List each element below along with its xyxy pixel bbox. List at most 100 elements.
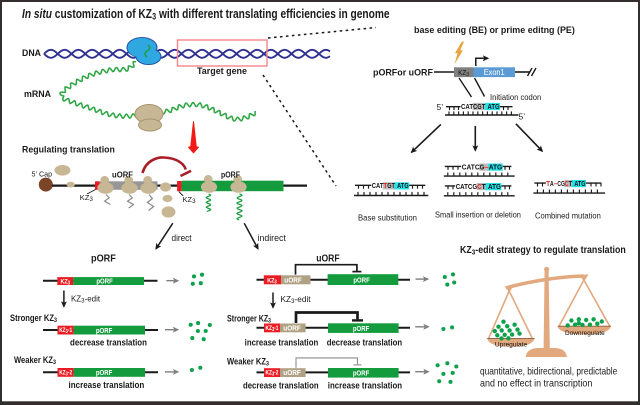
svg-text:ATG: ATG [488, 102, 500, 111]
svg-text:indirect: indirect [258, 233, 287, 243]
svg-text:Upregulate: Upregulate [495, 342, 527, 349]
svg-text:T: T [482, 182, 487, 191]
svg-text:direct: direct [172, 233, 193, 243]
svg-text:CATCG: CATCG [456, 182, 478, 191]
svg-text:DNA: DNA [22, 48, 41, 58]
svg-text:A: A [550, 179, 554, 188]
svg-text:3: 3 [81, 298, 85, 305]
svg-text:5’ Cap: 5’ Cap [32, 170, 53, 178]
svg-text:base editing (BE) or prime edi: base editing (BE) or prime editng (PE) [414, 25, 575, 35]
svg-text:3: 3 [472, 249, 476, 257]
svg-text:KZ: KZ [266, 326, 273, 333]
svg-text:3: 3 [266, 361, 270, 367]
svg-text:3: 3 [54, 317, 58, 324]
svg-text:-2: -2 [68, 370, 72, 377]
svg-text:3: 3 [66, 329, 69, 335]
svg-text:3: 3 [272, 327, 275, 333]
svg-text:-1: -1 [274, 326, 278, 333]
svg-text:mRNA: mRNA [24, 89, 51, 99]
svg-text:uORF: uORF [112, 170, 133, 179]
svg-text:uORF: uORF [283, 325, 301, 332]
svg-text:Regulating translation: Regulating translation [22, 144, 115, 154]
svg-text:ATG: ATG [397, 181, 409, 190]
svg-text:3: 3 [152, 12, 156, 22]
svg-text:3: 3 [68, 280, 71, 287]
svg-text:pORF: pORF [353, 325, 369, 333]
svg-text:CAT: CAT [461, 102, 474, 111]
svg-text:KZ: KZ [61, 278, 68, 286]
svg-text:KZ: KZ [458, 70, 466, 77]
svg-text:Weaker KZ: Weaker KZ [227, 357, 266, 367]
svg-text:Weaker KZ: Weaker KZ [14, 356, 53, 366]
svg-text:T: T [383, 181, 387, 190]
svg-text:5’: 5’ [519, 112, 526, 122]
svg-text:and no effect in transcription: and no effect in transcription [480, 378, 592, 390]
svg-text:uORF: uORF [283, 370, 301, 377]
svg-text:KZ: KZ [59, 370, 66, 377]
svg-text:Combined mutation: Combined mutation [535, 211, 601, 220]
svg-text:-edit strategy to regulate tra: -edit strategy to regulate translation [475, 245, 626, 257]
svg-text:3: 3 [466, 72, 469, 78]
svg-text:uORF: uORF [284, 277, 302, 284]
svg-text:G: G [480, 162, 485, 171]
svg-text:ATG: ATG [489, 162, 503, 171]
svg-text:T: T [569, 179, 573, 188]
svg-text:Target gene: Target gene [197, 66, 247, 76]
svg-text:3: 3 [274, 279, 277, 286]
svg-text:–: – [484, 162, 489, 171]
svg-text:Stronger KZ: Stronger KZ [10, 314, 54, 324]
svg-text:decrease translation: decrease translation [243, 380, 319, 391]
svg-text:C: C [565, 179, 569, 188]
svg-text:-edit: -edit [295, 295, 312, 304]
svg-text:pORFor uORF: pORFor uORF [373, 67, 433, 77]
svg-text:C: C [477, 182, 481, 191]
svg-text:increase translation: increase translation [328, 380, 402, 391]
svg-text:pORF: pORF [353, 370, 369, 378]
svg-text:CATC: CATC [462, 162, 480, 171]
svg-text:Exon1: Exon1 [484, 68, 505, 77]
svg-text:with different translating eff: with different translating efficiencies … [156, 7, 390, 21]
svg-text:pORF: pORF [96, 370, 112, 378]
svg-text:3: 3 [272, 371, 275, 377]
svg-text:-2: -2 [274, 370, 278, 377]
svg-text:3: 3 [268, 318, 272, 325]
svg-text:KZ: KZ [281, 295, 292, 304]
svg-text:ATG: ATG [574, 179, 585, 188]
svg-text:KZ: KZ [460, 245, 472, 257]
svg-text:3: 3 [53, 360, 57, 366]
svg-text:-edit: -edit [85, 294, 101, 303]
svg-text:pORF: pORF [353, 277, 369, 285]
svg-text:increase translation: increase translation [69, 380, 145, 391]
svg-text:KZ: KZ [267, 278, 275, 285]
svg-text:pORF: pORF [96, 327, 112, 335]
svg-text:Stronger KZ: Stronger KZ [227, 314, 268, 324]
svg-text:Initiation codon: Initiation codon [490, 93, 541, 102]
svg-text:customization of KZ: customization of KZ [52, 7, 152, 21]
svg-text:–: – [554, 179, 558, 188]
svg-text:CGT: CGT [473, 102, 486, 111]
svg-text:pORF: pORF [91, 253, 116, 265]
svg-text:KZ: KZ [266, 370, 273, 377]
svg-text:KZ: KZ [183, 195, 193, 204]
svg-text:-1: -1 [68, 328, 72, 335]
svg-text:3: 3 [66, 371, 69, 377]
svg-text:KZ: KZ [71, 294, 81, 303]
svg-text:CAT: CAT [372, 181, 384, 190]
svg-text:pORF: pORF [221, 170, 240, 180]
svg-text:pORF: pORF [96, 278, 112, 286]
svg-text:CG: CG [557, 179, 565, 188]
svg-text:GT: GT [387, 181, 395, 190]
svg-text:3: 3 [192, 199, 196, 205]
svg-text:3: 3 [89, 197, 93, 203]
svg-text:Small insertion or deletion: Small insertion or deletion [435, 210, 521, 220]
svg-text:decrease translation: decrease translation [327, 337, 402, 348]
svg-text:uORF: uORF [316, 252, 340, 264]
svg-text:T: T [546, 179, 550, 188]
svg-text:3: 3 [291, 298, 295, 305]
svg-text:Base substitution: Base substitution [358, 213, 417, 222]
svg-text:In situ: In situ [22, 7, 52, 21]
svg-text:decrease translation: decrease translation [70, 337, 147, 348]
svg-text:KZ: KZ [59, 328, 66, 335]
svg-text:5’: 5’ [437, 102, 444, 112]
svg-text:Downregulate: Downregulate [565, 330, 605, 337]
